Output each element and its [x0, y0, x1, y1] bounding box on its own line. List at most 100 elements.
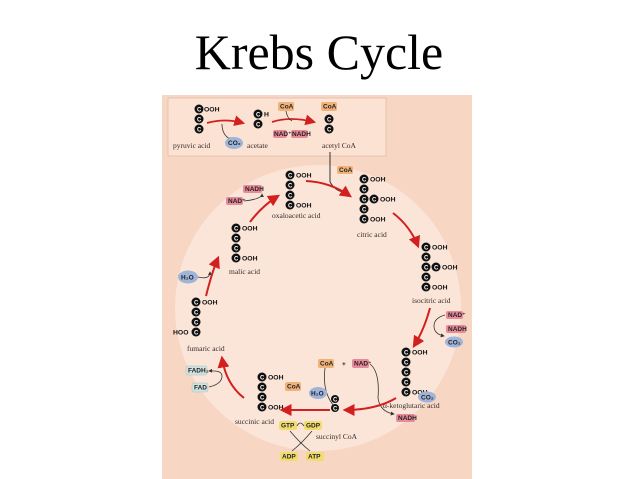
nad-label: NAD⁺ [228, 198, 246, 205]
carbon-atom: C [194, 331, 199, 337]
gdp-atp-cross [291, 430, 313, 452]
carbon-atom: C [260, 406, 265, 412]
carbon-atom: C [260, 376, 265, 382]
carbon-atom: C [404, 391, 409, 397]
carbon-atom: C [424, 246, 429, 252]
carbon-atom: C [404, 381, 409, 387]
cycle-arrow-succinyl-coa [342, 397, 397, 416]
carbon-atom: C [333, 407, 338, 413]
ooh-group: OOH [242, 256, 258, 263]
ooh-group: OOH [296, 203, 312, 210]
carbon-atom: C [197, 118, 202, 124]
gtp-box [279, 421, 297, 430]
carbon-atom: C [194, 321, 199, 327]
succinyl-coa-molecule: C C [331, 395, 339, 413]
coa-label: CoA [323, 104, 337, 111]
coa-label: CoA [320, 361, 334, 368]
acetate-to-acetyl-arrow [271, 114, 317, 126]
nadh-label: NADH [448, 326, 467, 333]
carbon-atom: C [234, 237, 239, 243]
nad-reduction-arrow [243, 193, 264, 202]
carbon-atom: C [362, 188, 367, 194]
carbon-atom: C [362, 218, 367, 224]
succinic-acid-label: succinic acid [235, 417, 274, 426]
cycle-arrow-oxaloacetate [249, 194, 281, 223]
gtp-label: GTP [281, 423, 295, 430]
coa-join-line [285, 110, 293, 122]
ooh-group: OOH [370, 217, 386, 224]
ooh-group: OOH [296, 173, 312, 180]
coa-released-label: CoA [339, 167, 353, 174]
nad-box [273, 130, 287, 138]
acetyl-coa-formation-box [167, 97, 387, 157]
ooh-group: OOH [412, 390, 428, 397]
ooh-group: OOH [268, 375, 284, 382]
co2-label: CO₂ [421, 395, 434, 402]
adp-box [280, 452, 298, 461]
carbon-atom: C [404, 361, 409, 367]
cycle-arrow-isocitrate [392, 212, 421, 249]
coa-box [318, 359, 334, 368]
nad-label: NAD⁺ [274, 131, 292, 138]
carbon-atom: C [404, 351, 409, 357]
plus-sign: + [342, 361, 346, 368]
ketoglutaric-acid-label: α-ketoglutaric acid [383, 401, 440, 410]
carbon-atom: C [288, 184, 293, 190]
ooh-group: OOH [268, 405, 284, 412]
oxaloacetic-acid-label: oxaloacetic acid [272, 211, 321, 220]
fumaric-acid-label: fumaric acid [187, 344, 225, 353]
fad-label: FAD [194, 385, 207, 392]
carbon-atom: C [194, 311, 199, 317]
coa-box [278, 102, 294, 111]
co2-molecule [445, 336, 463, 348]
coa-label: CoA [287, 384, 301, 391]
acetate-molecule: C H C [253, 109, 269, 129]
coa-enter-line [324, 367, 335, 407]
carbon-atom: C [288, 194, 293, 200]
fad-reduction-arrow [208, 368, 223, 388]
hoo-group: HOO [173, 330, 188, 337]
atp-label: ATP [308, 454, 321, 461]
carbon-atom: C [372, 198, 377, 204]
nad-label: NAD⁺ [448, 312, 466, 319]
citric-acid-molecule: C OOH C C C OOH C C OOH [359, 174, 396, 224]
h-group: H [264, 112, 269, 119]
nad-box [226, 197, 243, 205]
isocitric-acid-label: isocitric acid [412, 296, 451, 305]
nad-box [446, 311, 463, 319]
carbon-atom: C [362, 208, 367, 214]
citric-acid-label: citric acid [357, 230, 387, 239]
carbon-atom: C [256, 123, 261, 129]
carbon-atom: C [434, 266, 439, 272]
carbon-atom: C [424, 286, 429, 292]
gdp-box [304, 421, 322, 430]
succinic-acid-molecule: C OOH C C C OOH [257, 372, 284, 412]
acetate-label: acetate [247, 141, 268, 150]
gdp-label: GDP [306, 423, 321, 430]
cooh-group: OOH [204, 107, 220, 114]
nad-box [352, 359, 369, 368]
cycle-arrow-malate [205, 255, 220, 297]
malic-acid-molecule: C OOH C C C OOH [231, 223, 258, 263]
coa-label: CoA [280, 104, 294, 111]
h2o-label: H₂O [181, 275, 194, 282]
h2o-label: H₂O [311, 391, 324, 398]
nadh-box [446, 325, 466, 333]
carbon-atom: C [194, 301, 199, 307]
ooh-group: OOH [432, 245, 448, 252]
ooh-group: OOH [242, 226, 258, 233]
fumaric-acid-molecule: C OOH C C C HOO [173, 297, 218, 337]
nad-label: NAD⁺ [354, 361, 372, 368]
pyruvic-acid-molecule: C OOH C C [194, 104, 220, 134]
ooh-group: OOH [370, 177, 386, 184]
carbon-atom: C [424, 256, 429, 262]
cycle-arrow-citrate [305, 180, 352, 198]
carbon-atom: C [260, 396, 265, 402]
coa-released-box [337, 166, 353, 174]
carbon-atom: C [234, 247, 239, 253]
pyruvic-acid-label: pyruvic acid [173, 141, 211, 150]
ooh-group: OOH [432, 285, 448, 292]
slide-title: Krebs Cycle [194, 24, 444, 80]
water-addition-arrow [197, 271, 212, 279]
